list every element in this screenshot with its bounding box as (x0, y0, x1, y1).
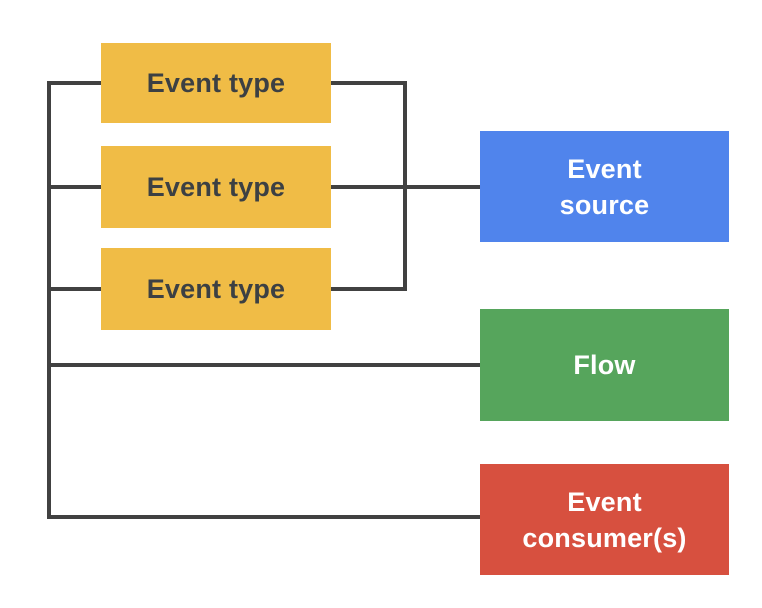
node-event-consumers-label-line1: Event (567, 486, 642, 517)
node-event-type-1-label: Event type (146, 68, 286, 98)
node-event-consumers-label-line2: consumer(s) (522, 522, 687, 553)
node-flow-label: Flow (573, 350, 636, 380)
connector-left-branch-3 (47, 287, 101, 291)
node-event-source-label-line2: source (559, 189, 650, 220)
node-event-source: Event source (480, 131, 729, 242)
node-event-type-3-label: Event type (146, 274, 286, 304)
connector-right-bus-vertical (403, 81, 407, 291)
connector-left-branch-2 (47, 185, 101, 189)
node-flow: Flow (480, 309, 729, 421)
connector-to-flow (47, 363, 480, 367)
node-event-type-3: Event type (101, 248, 331, 330)
connector-right-branch-1 (331, 81, 407, 85)
node-event-type-2: Event type (101, 146, 331, 228)
connector-left-trunk-vertical (47, 81, 51, 519)
node-event-type-2-label: Event type (146, 172, 286, 202)
connector-left-branch-1 (47, 81, 101, 85)
node-event-source-label-line1: Event (567, 153, 642, 184)
node-event-type-1: Event type (101, 43, 331, 123)
connector-to-event-consumers (47, 515, 480, 519)
node-event-consumers: Event consumer(s) (480, 464, 729, 575)
connector-right-branch-3 (331, 287, 407, 291)
